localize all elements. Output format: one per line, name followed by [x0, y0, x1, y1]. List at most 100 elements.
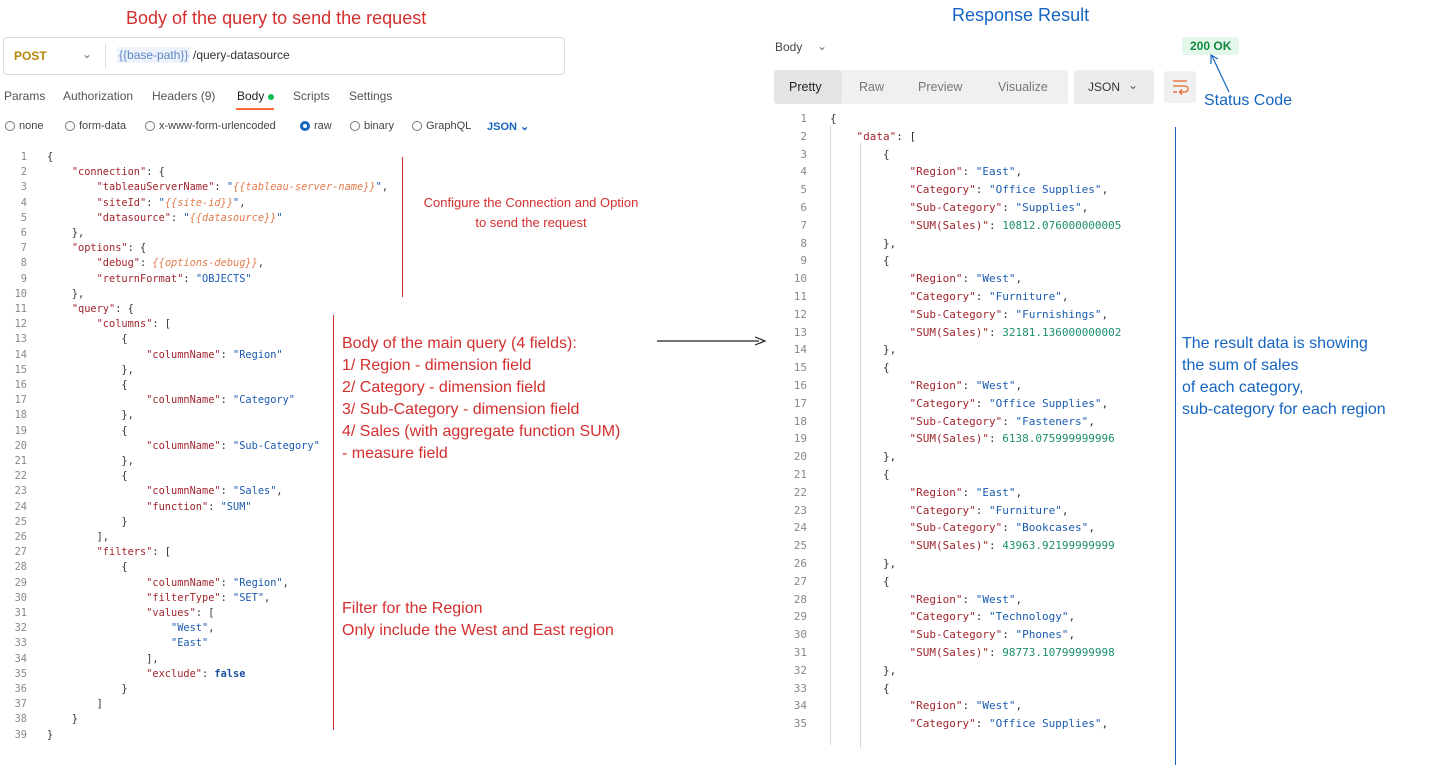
- tab-body[interactable]: Body: [237, 89, 275, 103]
- radio-icon: [65, 121, 75, 131]
- tab-settings[interactable]: Settings: [349, 89, 393, 103]
- request-code-line: 38 }: [0, 712, 78, 727]
- body-type-label: form-data: [79, 120, 127, 132]
- tab-scripts[interactable]: Scripts: [293, 89, 330, 103]
- radio-icon: [350, 121, 360, 131]
- request-code-line: 34 ],: [0, 652, 159, 667]
- line-number: 22: [14, 470, 27, 483]
- request-code-line: 32 "West",: [0, 621, 215, 636]
- url-bar[interactable]: POST ⌄ {{base-path}} /query-datasource: [3, 37, 565, 75]
- line-number: 1: [800, 112, 807, 125]
- response-code-line: 2 "data": [: [770, 128, 916, 146]
- response-code-line: 30 "Sub-Category": "Phones",: [770, 626, 1075, 644]
- result-annotation-line: [1175, 127, 1176, 765]
- annotation-line: 2/ Category - dimension field: [342, 379, 546, 396]
- chevron-down-icon: ⌄: [520, 121, 530, 133]
- line-number: 13: [793, 325, 807, 339]
- line-number: 24: [14, 500, 27, 513]
- response-code-line: 13 "SUM(Sales)": 32181.136000000002: [770, 324, 1122, 342]
- body-type-urlencoded[interactable]: x-www-form-urlencoded: [145, 120, 276, 132]
- annotation-line: - measure field: [342, 445, 448, 462]
- line-number: 38: [14, 713, 27, 726]
- annotation-line: of each category,: [1182, 379, 1304, 396]
- tab-authorization[interactable]: Authorization: [63, 89, 134, 103]
- tab-headers[interactable]: Headers (9): [152, 89, 216, 103]
- request-code-line: 18 },: [0, 408, 134, 423]
- filter-annotation: Filter for the Region Only include the W…: [342, 598, 614, 642]
- line-number: 13: [14, 333, 27, 346]
- tab-body-label: Body: [237, 89, 265, 103]
- line-number: 25: [14, 515, 27, 528]
- request-code-line: 33 "East": [0, 636, 209, 651]
- line-number: 36: [14, 683, 27, 695]
- chevron-down-icon[interactable]: ⌄: [817, 39, 828, 53]
- request-code-line: 20 "columnName": "Sub-Category": [0, 439, 320, 454]
- tab-params[interactable]: Params: [4, 89, 46, 103]
- tab-pretty[interactable]: Pretty: [789, 80, 822, 94]
- tab-preview[interactable]: Preview: [918, 80, 963, 94]
- request-code-line: 12 "columns": [: [0, 317, 171, 332]
- response-code-line: 9 {: [770, 252, 889, 270]
- radio-icon: [412, 121, 422, 131]
- line-number: 12: [793, 307, 807, 321]
- line-number: 10: [793, 272, 807, 286]
- line-number: 37: [14, 698, 27, 711]
- line-number: 15: [793, 361, 807, 375]
- line-number: 5: [20, 211, 27, 224]
- format-select[interactable]: JSON ⌄: [487, 120, 529, 133]
- chevron-down-icon[interactable]: ⌄: [82, 47, 93, 61]
- line-number: 28: [14, 561, 27, 574]
- request-code-line: 23 "columnName": "Sales",: [0, 484, 283, 499]
- annotation-line: Configure the Connection and Option: [423, 195, 639, 210]
- request-code-editor[interactable]: 1{2 "connection": {3 "tableauServerName"…: [0, 150, 550, 770]
- request-code-line: 39}: [0, 728, 54, 743]
- tab-pretty-bg: [774, 70, 842, 104]
- request-code-line: 4 "siteId": "{{site-id}}",: [0, 196, 246, 211]
- line-number: 28: [793, 592, 807, 606]
- request-code-line: 25 }: [0, 515, 128, 530]
- tab-visualize[interactable]: Visualize: [998, 80, 1048, 94]
- response-format-select[interactable]: JSON ⌄: [1074, 70, 1154, 104]
- annotation-line: the sum of sales: [1182, 357, 1299, 374]
- line-number: 2: [20, 166, 27, 179]
- response-body-select[interactable]: Body: [775, 40, 803, 54]
- method-select[interactable]: POST: [14, 49, 47, 63]
- line-number: 31: [14, 607, 27, 619]
- body-type-binary[interactable]: binary: [350, 120, 394, 132]
- line-number: 3: [20, 181, 27, 194]
- response-code-line: 10 "Region": "West",: [770, 270, 1022, 288]
- annotation-line: Body of the main query (4 fields):: [342, 335, 577, 352]
- tab-raw[interactable]: Raw: [859, 80, 885, 94]
- request-code-line: 15 },: [0, 363, 134, 378]
- radio-icon: [145, 121, 155, 131]
- annotation-line: Only include the West and East region: [342, 622, 614, 639]
- url-variable[interactable]: {{base-path}}: [117, 47, 191, 63]
- line-number: 17: [793, 396, 807, 410]
- response-code-line: 22 "Region": "East",: [770, 484, 1022, 502]
- annotation-line: sub-category for each region: [1182, 401, 1386, 418]
- request-code-line: 1{: [0, 150, 53, 165]
- line-number: 18: [793, 414, 807, 428]
- line-number: 11: [14, 303, 27, 315]
- line-number: 33: [14, 637, 27, 650]
- url-path[interactable]: /query-datasource: [193, 48, 290, 62]
- response-code-line: 31 "SUM(Sales)": 98773.10799999998: [770, 644, 1115, 662]
- line-number: 14: [14, 348, 27, 361]
- body-type-graphql[interactable]: GraphQL: [412, 120, 471, 132]
- response-code-viewer[interactable]: 1{2 "data": [3 {4 "Region": "East",5 "Ca…: [770, 110, 1170, 770]
- line-number: 6: [20, 227, 27, 239]
- line-number: 8: [20, 257, 27, 270]
- body-type-raw[interactable]: raw: [300, 120, 332, 132]
- body-type-none[interactable]: none: [5, 120, 43, 132]
- wrap-lines-button[interactable]: [1164, 71, 1196, 103]
- line-number: 15: [14, 363, 27, 376]
- line-number: 30: [793, 628, 807, 642]
- connection-annotation-line: [402, 157, 403, 297]
- body-type-form-data[interactable]: form-data: [65, 120, 126, 132]
- request-code-line: 13 {: [0, 332, 128, 347]
- response-code-line: 27 {: [770, 573, 890, 591]
- line-number: 9: [20, 272, 27, 285]
- body-type-label: none: [19, 120, 44, 132]
- request-code-line: 27 "filters": [: [0, 545, 171, 560]
- response-code-line: 35 "Category": "Office Supplies",: [770, 715, 1108, 733]
